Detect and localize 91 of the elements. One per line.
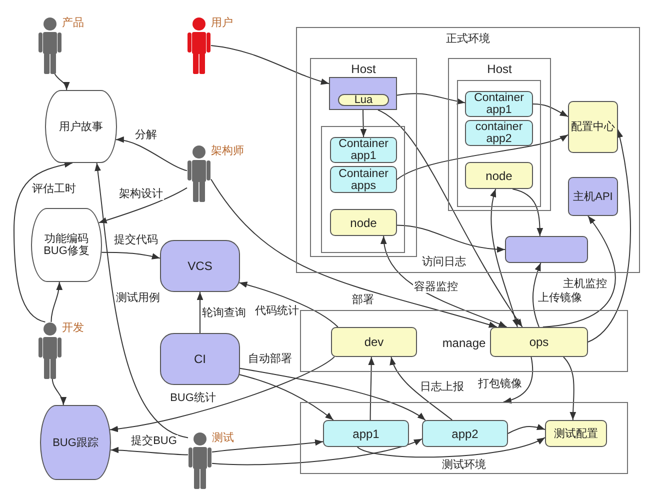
arrow: [98, 187, 188, 224]
frame-heading: 测试环境: [442, 459, 486, 471]
arrow: [396, 93, 466, 104]
arrow: [54, 74, 70, 90]
edge-label: 测试用例: [115, 292, 161, 304]
arrow: [508, 424, 546, 434]
arrow: [588, 129, 631, 342]
role-label: 测试: [212, 432, 234, 444]
arrow: [238, 282, 338, 328]
arrow: [210, 178, 498, 328]
arrow: [512, 188, 544, 236]
arrow: [196, 292, 204, 334]
arrow: [110, 446, 188, 456]
edge-label: BUG统计: [169, 392, 217, 404]
blank-box: [505, 236, 588, 263]
environment-frame: [296, 27, 640, 273]
process-box: CI: [160, 333, 240, 385]
arrow: [502, 356, 534, 404]
edge-label: 分解: [134, 129, 158, 141]
arrow: [532, 262, 542, 328]
group-band: [300, 310, 628, 372]
process-box: node: [465, 162, 533, 189]
arrow: [101, 252, 160, 260]
host-frame: [448, 58, 551, 211]
process-box: VCS: [160, 240, 240, 292]
process-box: 主机API: [568, 177, 618, 216]
arrow: [390, 356, 453, 420]
host-frame: [310, 58, 417, 257]
blank-box: [329, 77, 397, 110]
process-box: ops: [490, 327, 588, 357]
group-band: [300, 402, 628, 474]
process-box: app2: [422, 420, 508, 447]
container-box: container app2: [465, 120, 533, 146]
frame-heading: 正式环境: [446, 33, 490, 45]
arrow: [239, 374, 334, 420]
arrow: [542, 216, 616, 328]
engine-frame: [321, 126, 405, 253]
edge-label: 提交代码: [113, 234, 159, 246]
edge-label: 评估工时: [31, 183, 77, 195]
arrow: [110, 356, 335, 432]
arrow: [396, 134, 568, 180]
process-box: 配置中心: [568, 101, 618, 153]
engine-frame: [457, 80, 541, 207]
arrow: [14, 161, 73, 322]
edge-label: 轮询查询: [201, 307, 247, 319]
arrow: [210, 45, 330, 84]
process-box: node: [330, 209, 397, 236]
tag-pill: Lua: [338, 94, 389, 106]
edge-label: 提交BUG: [130, 435, 178, 447]
process-box: app1: [323, 420, 409, 447]
edge-label: 架构设计: [118, 188, 164, 200]
role-label: 产品: [62, 17, 84, 29]
role-label: 用户: [211, 17, 233, 29]
arrow: [115, 137, 188, 172]
edge-label: 部署: [351, 294, 375, 306]
arrow: [240, 368, 426, 421]
edge-label: 访问日志: [421, 256, 467, 268]
frame-heading: manage: [442, 337, 486, 349]
container-box: Container app1: [465, 91, 533, 117]
edge-label: 容器监控: [413, 281, 459, 293]
tracker-box: BUG跟踪: [40, 405, 111, 480]
edge-label: 打包镜像: [477, 378, 523, 390]
edge-label: 主机监控: [562, 278, 608, 290]
arrow: [212, 439, 324, 452]
arrow: [212, 438, 422, 466]
arrow: [563, 356, 576, 420]
arrow: [368, 356, 375, 420]
role-label: 架构师: [211, 145, 244, 157]
container-box: Container apps: [330, 166, 397, 193]
process-box: dev: [331, 327, 417, 357]
arrow: [94, 162, 188, 438]
arrow: [381, 236, 508, 328]
edge-label: 上传镜像: [537, 292, 583, 304]
arrow: [52, 378, 66, 406]
container-box: Container app1: [330, 137, 397, 163]
arrow: [532, 104, 568, 118]
edge-label: 自动部署: [247, 353, 293, 365]
story-box: 用户故事: [45, 90, 117, 163]
process-box: 测试配置: [545, 420, 607, 447]
task-box: 功能编码BUG修复: [31, 208, 102, 282]
role-label: 开发: [62, 322, 84, 334]
arrow: [490, 188, 518, 328]
frame-heading: Host: [351, 63, 376, 75]
edge-label: 日志上报: [419, 381, 465, 393]
edge-label: 代码统计: [254, 305, 300, 317]
arrow: [360, 110, 367, 138]
arrow: [50, 282, 62, 322]
frame-heading: Host: [487, 63, 512, 75]
arrow: [396, 224, 506, 252]
arrow: [356, 437, 546, 458]
arrow: [378, 110, 523, 328]
